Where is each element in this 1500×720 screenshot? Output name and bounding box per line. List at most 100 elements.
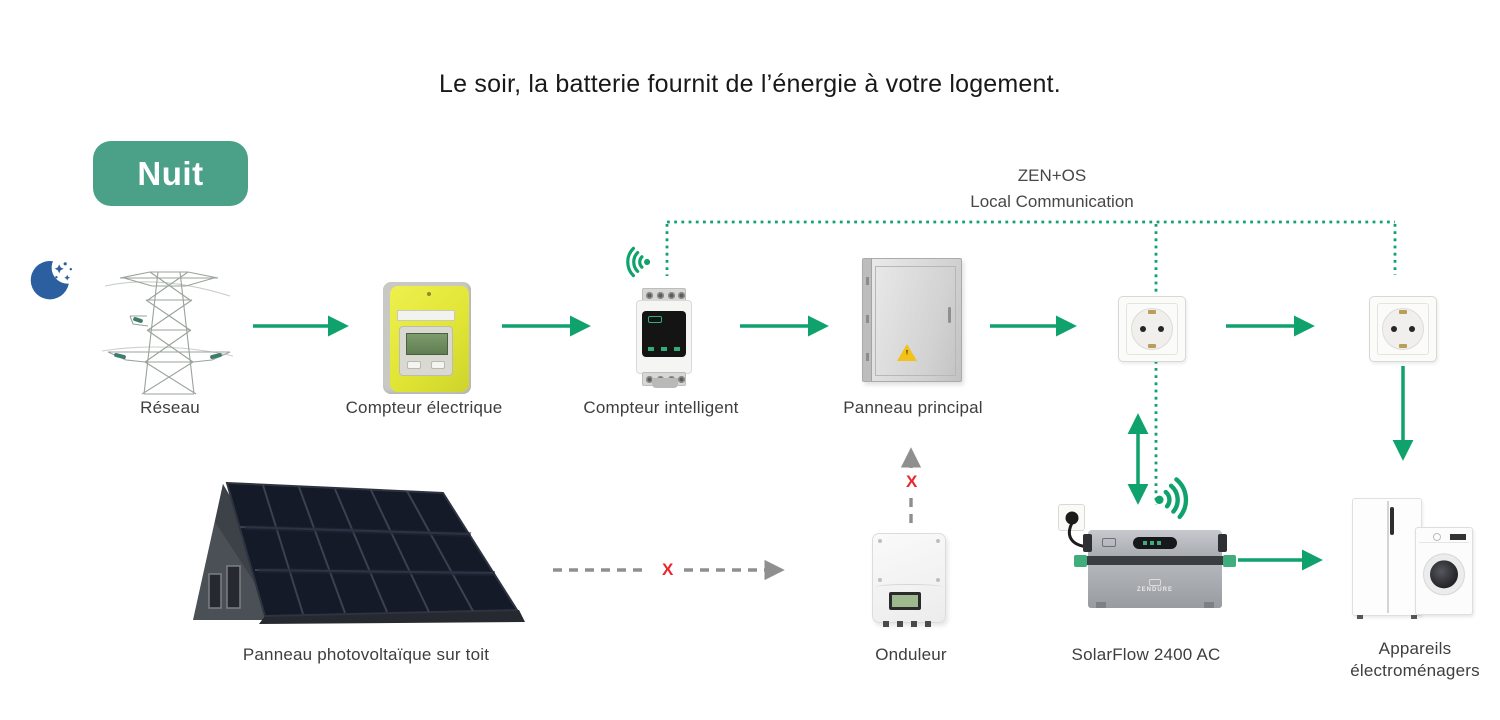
outlet-frame — [1126, 303, 1178, 355]
wall-outlet-1 — [1118, 296, 1186, 362]
washer-panel — [1419, 531, 1469, 543]
screw — [878, 539, 882, 543]
battery-display — [1133, 537, 1177, 549]
washer-display — [1450, 534, 1466, 540]
inactive-flow-arrows — [553, 447, 922, 581]
inverter-connector — [925, 621, 931, 627]
night-badge-label: Nuit — [137, 154, 204, 192]
smart-meter-body — [636, 300, 692, 374]
outlet-socket — [1382, 308, 1424, 350]
battery-brand-text: ZENDURE — [1136, 587, 1174, 593]
battery-brand-logo — [1148, 579, 1161, 586]
hinge-dot — [866, 277, 869, 285]
solar-roof-image — [193, 481, 525, 624]
screw — [646, 376, 653, 383]
zenos-label-line2: Local Communication — [970, 192, 1134, 211]
inverter-display — [889, 592, 921, 610]
washer-door — [1423, 553, 1465, 596]
outlet-hole — [1391, 326, 1397, 332]
meter-button — [407, 361, 421, 369]
fridge-image — [1352, 498, 1422, 619]
screw — [936, 578, 940, 582]
battery-top — [1088, 530, 1222, 556]
outlet-hole — [1409, 326, 1415, 332]
smart-meter-logo — [648, 316, 662, 323]
meter-led — [427, 292, 431, 296]
warning-triangle-icon — [897, 344, 917, 361]
blocked-x-inverter: X — [902, 472, 922, 492]
meter-panel — [399, 326, 453, 376]
washer-door-glass — [1430, 560, 1458, 589]
outlet-ground-clip — [1148, 310, 1156, 314]
outlet-frame — [1377, 303, 1429, 355]
inverter-seam — [875, 584, 943, 590]
moon-icon — [30, 260, 72, 300]
hinge-dot — [866, 315, 869, 323]
battery-latch-bar — [1085, 556, 1225, 565]
night-badge: Nuit — [93, 141, 248, 206]
label-grid: Réseau — [140, 398, 200, 417]
battery-foot — [1096, 602, 1106, 608]
outlet-hole — [1158, 326, 1164, 332]
outlet-hole — [1140, 326, 1146, 332]
battery-top-logo — [1102, 538, 1116, 547]
cabinet-door — [875, 266, 956, 376]
plug-head — [1065, 511, 1078, 524]
label-battery: SolarFlow 2400 AC — [1071, 645, 1221, 664]
meter-button — [431, 361, 445, 369]
label-appliances-2: électroménagers — [1350, 661, 1480, 680]
label-smart-meter: Compteur intelligent — [583, 398, 739, 417]
screw — [646, 292, 653, 299]
label-solar: Panneau photovoltaïque sur toit — [242, 645, 490, 664]
cabinet-handle — [948, 307, 951, 323]
washing-machine-image — [1415, 527, 1473, 615]
battery-port-left — [1083, 534, 1092, 552]
zenos-label-line1: ZEN+OS — [1017, 166, 1087, 185]
electric-meter-image — [383, 282, 471, 394]
battery-port-right — [1218, 534, 1227, 552]
washer-knob — [1433, 533, 1441, 541]
screw — [678, 376, 685, 383]
battery-brand: ZENDURE — [1137, 579, 1173, 593]
inverter-image — [872, 533, 946, 627]
screw — [657, 292, 664, 299]
screw — [678, 292, 685, 299]
outlet-socket — [1131, 308, 1173, 350]
fridge-foot — [1411, 615, 1417, 619]
wifi-icon — [626, 246, 651, 278]
cabinet-hinge — [863, 259, 872, 381]
inverter-connector — [883, 621, 889, 627]
blocked-x-solar: X — [658, 560, 678, 580]
grid-pylon-image — [101, 271, 234, 395]
fridge-foot — [1357, 615, 1363, 619]
battery-foot — [1204, 602, 1214, 608]
label-main-panel: Panneau principal — [843, 398, 983, 417]
outlet-ground-clip — [1399, 344, 1407, 348]
fridge-handle — [1389, 507, 1394, 535]
smart-meter-image — [634, 288, 694, 388]
label-appliances-1: Appareils — [1378, 639, 1452, 658]
wifi-icon — [1155, 477, 1189, 520]
label-meter: Compteur électrique — [345, 398, 503, 417]
inverter-connector — [897, 621, 903, 627]
screw — [936, 539, 940, 543]
outlet-ground-clip — [1148, 344, 1156, 348]
battery-clip-left — [1074, 555, 1087, 567]
zenos-dotted-network — [665, 220, 1397, 505]
screw — [878, 578, 882, 582]
hinge-dot — [866, 353, 869, 361]
meter-sticker — [397, 310, 455, 321]
battery-pack: ZENDURE — [1088, 565, 1222, 608]
inverter-connector — [911, 621, 917, 627]
battery-clip-right — [1223, 555, 1236, 567]
fridge-seam — [1387, 501, 1389, 613]
meter-lcd — [406, 333, 448, 355]
wall-outlet-2 — [1369, 296, 1437, 362]
outlet-ground-clip — [1399, 310, 1407, 314]
battery-image: ZENDURE — [1074, 530, 1236, 616]
screw — [668, 292, 675, 299]
smart-meter-display — [642, 311, 686, 357]
main-panel-image — [862, 258, 962, 382]
page-title: Le soir, la batterie fournit de l’énergi… — [439, 70, 1061, 98]
